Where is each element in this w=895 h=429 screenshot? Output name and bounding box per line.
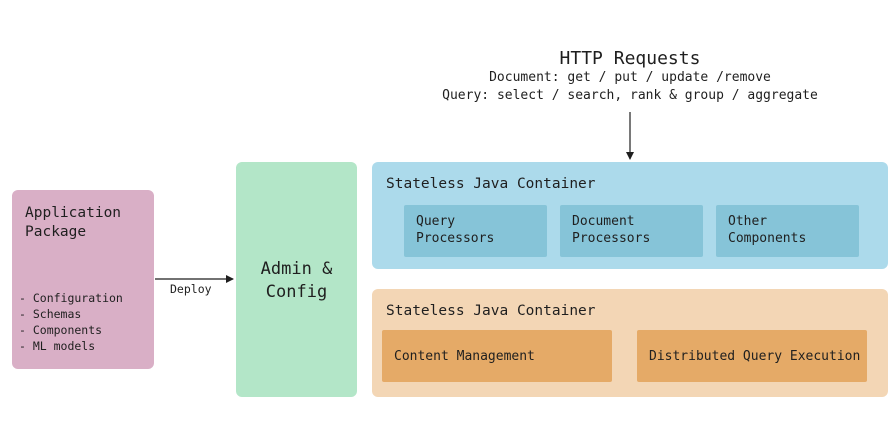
- admin-config-title-line: Admin &: [260, 259, 333, 279]
- admin-config-box: Admin & Config: [236, 162, 357, 397]
- component-label-line: Document: [572, 214, 635, 229]
- query-processors-box: Query Processors: [404, 205, 547, 257]
- distributed-query-execution-box: Distributed Query Execution: [637, 330, 867, 382]
- component-label-line: Query: [416, 214, 456, 229]
- http-requests-title: HTTP Requests: [559, 48, 701, 69]
- application-package-contents: - Configuration - Schemas - Components -…: [19, 290, 123, 354]
- list-item: - Components: [19, 323, 103, 337]
- application-package-title-line: Package: [25, 224, 87, 240]
- document-processors-box: Document Processors: [560, 205, 703, 257]
- application-package-box: Application Package - Configuration - Sc…: [12, 190, 154, 369]
- application-package-title: Application Package: [25, 204, 145, 242]
- list-item: - Configuration: [19, 291, 123, 305]
- list-item: - Schemas: [19, 307, 82, 321]
- other-components-box: Other Components: [716, 205, 859, 257]
- component-label-line: Other: [728, 214, 768, 229]
- component-label-line: Processors: [572, 231, 651, 246]
- stateless-container-query: Stateless Java Container Query Processor…: [372, 162, 888, 269]
- list-item: - ML models: [19, 339, 96, 353]
- component-label: Distributed Query Execution: [649, 348, 861, 364]
- container-title: Stateless Java Container: [386, 176, 596, 192]
- http-document-operations: Document: get / put / update /remove: [489, 70, 771, 85]
- admin-config-title-line: Config: [265, 282, 328, 302]
- admin-config-title: Admin & Config: [236, 258, 357, 304]
- stateless-container-content: Stateless Java Container Content Managem…: [372, 289, 888, 397]
- content-management-box: Content Management: [382, 330, 612, 382]
- component-label: Content Management: [394, 348, 535, 364]
- http-query-operations: Query: select / search, rank & group / a…: [442, 88, 818, 103]
- application-package-title-line: Application: [25, 205, 122, 221]
- component-label-line: Processors: [416, 231, 495, 246]
- component-label-line: Components: [728, 231, 807, 246]
- container-title: Stateless Java Container: [386, 303, 596, 319]
- deploy-label: Deploy: [170, 282, 212, 296]
